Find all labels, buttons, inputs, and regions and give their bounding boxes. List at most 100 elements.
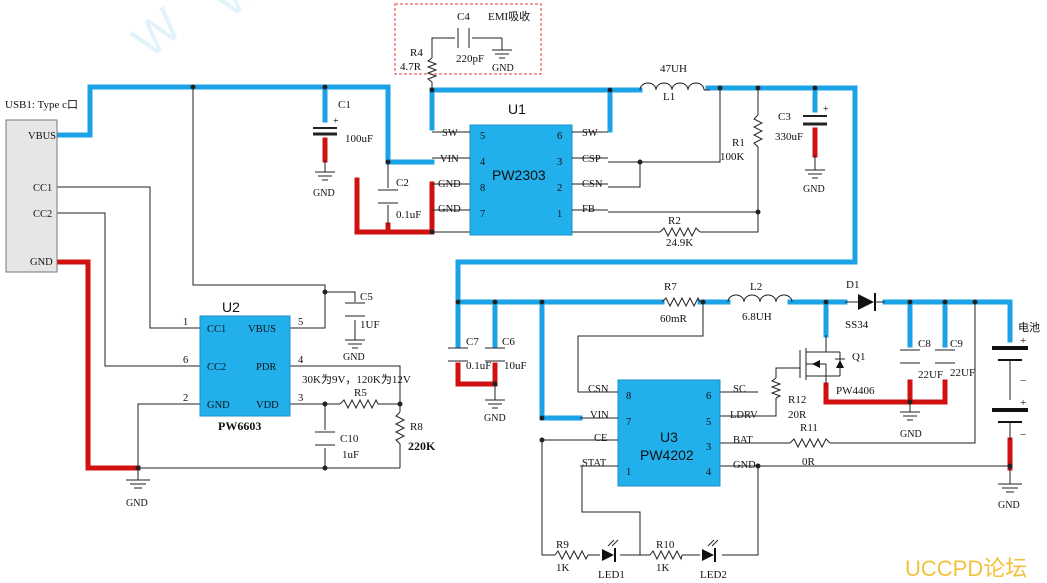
svg-text:R9: R9 bbox=[556, 539, 569, 551]
svg-text:5: 5 bbox=[706, 417, 711, 428]
d1-diode: D1 SS34 bbox=[845, 279, 885, 331]
svg-text:VBUS: VBUS bbox=[248, 324, 276, 335]
svg-text:VIN: VIN bbox=[440, 154, 459, 165]
svg-text:GND: GND bbox=[126, 498, 148, 509]
svg-text:PW4406: PW4406 bbox=[836, 385, 875, 397]
svg-text:FB: FB bbox=[582, 204, 595, 215]
svg-text:D1: D1 bbox=[846, 279, 859, 291]
r8-resistor: R8 220K bbox=[394, 411, 436, 453]
svg-text:5: 5 bbox=[298, 317, 303, 328]
svg-text:GND: GND bbox=[438, 179, 461, 190]
r10-resistor: R10 1K bbox=[649, 539, 683, 574]
svg-text:6: 6 bbox=[706, 391, 711, 402]
wires bbox=[57, 37, 1010, 556]
svg-text:SC: SC bbox=[733, 384, 746, 395]
c9-capacitor: C9 22UF bbox=[935, 338, 975, 379]
svg-text:C2: C2 bbox=[396, 177, 409, 189]
ground-traces bbox=[54, 127, 1013, 471]
svg-text:C10: C10 bbox=[340, 433, 359, 445]
svg-text:R12: R12 bbox=[788, 394, 806, 406]
svg-text:1: 1 bbox=[557, 209, 562, 220]
svg-text:R8: R8 bbox=[410, 421, 423, 433]
svg-text:C6: C6 bbox=[502, 336, 515, 348]
c3-capacitor: + C3 330uF GND bbox=[775, 104, 829, 195]
svg-text:100uF: 100uF bbox=[345, 133, 373, 145]
pdr-note: 30K为9V，120K为12V bbox=[302, 373, 411, 386]
u3-ref: U3 bbox=[660, 429, 678, 445]
svg-text:1K: 1K bbox=[656, 562, 670, 574]
svg-text:7: 7 bbox=[626, 417, 631, 428]
svg-text:GND: GND bbox=[438, 204, 461, 215]
svg-text:GND: GND bbox=[998, 500, 1020, 511]
c7-capacitor: C7 0.1uF bbox=[448, 336, 491, 372]
svg-text:7: 7 bbox=[480, 209, 485, 220]
c2-capacitor: C2 0.1uF bbox=[378, 177, 421, 221]
svg-text:CC2: CC2 bbox=[207, 362, 226, 373]
svg-text:+: + bbox=[1020, 397, 1026, 409]
usb-pin-cc2: CC2 bbox=[33, 209, 52, 220]
c6-capacitor: C6 10uF GND bbox=[484, 336, 527, 424]
svg-text:GND: GND bbox=[803, 184, 825, 195]
svg-text:2: 2 bbox=[183, 393, 188, 404]
u1-body bbox=[469, 124, 573, 236]
svg-text:−: − bbox=[1020, 375, 1026, 387]
u2-ref: U2 bbox=[222, 299, 240, 315]
svg-text:LED1: LED1 bbox=[598, 569, 625, 581]
svg-text:BAT: BAT bbox=[733, 435, 753, 446]
r1-resistor: R1 100K bbox=[720, 114, 764, 163]
svg-text:R10: R10 bbox=[656, 539, 675, 551]
usb-pin-gnd: GND bbox=[30, 257, 53, 268]
emi-absorber: EMI吸收 C4 220pF R4 4.7R GND bbox=[394, 3, 542, 83]
forum-watermark: UCCPD论坛 bbox=[905, 556, 1027, 581]
svg-text:220K: 220K bbox=[408, 439, 436, 453]
svg-text:C7: C7 bbox=[466, 336, 479, 348]
svg-text:330uF: 330uF bbox=[775, 131, 803, 143]
svg-text:电池: 电池 bbox=[1018, 321, 1040, 334]
svg-text:SS34: SS34 bbox=[845, 319, 869, 331]
svg-text:C1: C1 bbox=[338, 99, 351, 111]
svg-text:C3: C3 bbox=[778, 111, 791, 123]
svg-text:W: W bbox=[123, 0, 192, 68]
svg-text:47UH: 47UH bbox=[660, 63, 687, 75]
power-traces bbox=[54, 84, 1013, 421]
svg-text:4: 4 bbox=[298, 355, 304, 366]
u1-ic: U1 PW2303 5 SW 4 VIN 8 GND 7 GND 6 SW 3 … bbox=[432, 101, 608, 236]
usb-body bbox=[5, 119, 58, 273]
svg-text:CSP: CSP bbox=[582, 154, 601, 165]
svg-text:8: 8 bbox=[626, 391, 631, 402]
svg-text:CSN: CSN bbox=[588, 384, 609, 395]
svg-text:GND: GND bbox=[733, 460, 756, 471]
svg-text:0.1uF: 0.1uF bbox=[466, 360, 491, 372]
svg-text:6: 6 bbox=[183, 355, 188, 366]
svg-text:PDR: PDR bbox=[256, 362, 276, 373]
svg-text:4: 4 bbox=[706, 467, 712, 478]
svg-text:GND: GND bbox=[900, 429, 922, 440]
svg-text:10uF: 10uF bbox=[504, 360, 527, 372]
svg-text:SW: SW bbox=[582, 128, 598, 139]
battery: 电池 + − + − GND bbox=[992, 321, 1040, 511]
led1: LED1 bbox=[598, 539, 625, 581]
gnd-left: GND bbox=[126, 479, 150, 509]
u3-part: PW4202 bbox=[640, 447, 694, 463]
svg-text:22UF: 22UF bbox=[918, 369, 943, 381]
svg-text:5: 5 bbox=[480, 131, 485, 142]
c4-value: 220pF bbox=[456, 53, 484, 65]
svg-text:1K: 1K bbox=[556, 562, 570, 574]
svg-text:L2: L2 bbox=[750, 281, 762, 293]
svg-text:4: 4 bbox=[480, 157, 486, 168]
svg-text:R5: R5 bbox=[354, 387, 367, 399]
l2-inductor: L2 6.8UH bbox=[727, 281, 793, 323]
svg-text:6: 6 bbox=[557, 131, 562, 142]
svg-text:CC1: CC1 bbox=[207, 324, 226, 335]
svg-text:1UF: 1UF bbox=[360, 319, 380, 331]
u3-body bbox=[617, 379, 721, 487]
svg-text:R1: R1 bbox=[732, 137, 745, 149]
svg-text:−: − bbox=[1020, 429, 1026, 441]
emi-label: EMI吸收 bbox=[488, 9, 530, 23]
svg-text:GND: GND bbox=[343, 352, 365, 363]
svg-text:1: 1 bbox=[626, 467, 631, 478]
svg-text:W: W bbox=[203, 0, 272, 28]
usb-pin-vbus: VBUS bbox=[28, 131, 56, 142]
u1-ref: U1 bbox=[508, 101, 526, 117]
svg-text:C9: C9 bbox=[950, 338, 963, 350]
